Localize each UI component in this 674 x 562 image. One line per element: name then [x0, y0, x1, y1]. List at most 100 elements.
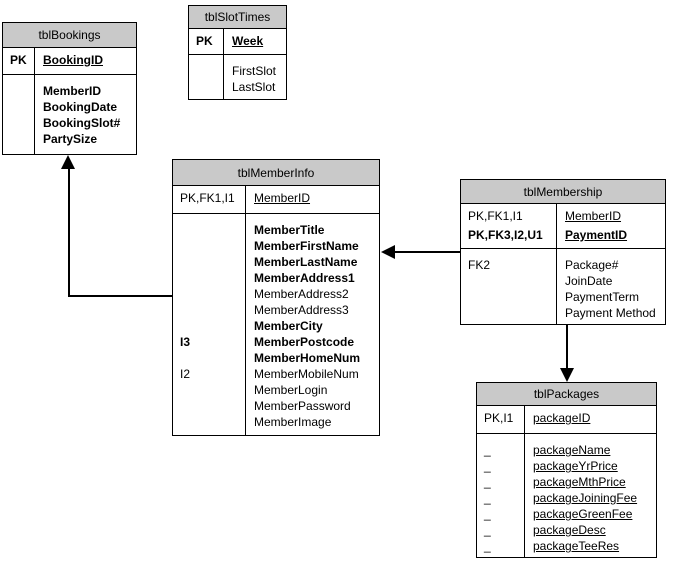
- field-name: BookingSlot#: [43, 116, 121, 130]
- table-row: JoinDate: [461, 273, 665, 289]
- key-cell: [173, 270, 245, 286]
- key-cell: [173, 238, 245, 254]
- key-cell: _: [484, 539, 491, 553]
- field-name: packageDesc: [533, 523, 606, 537]
- column-divider: [223, 29, 224, 99]
- field-name: packageMthPrice: [533, 475, 626, 489]
- key-cell: _: [484, 491, 491, 505]
- field-name: packageJoiningFee: [533, 491, 638, 505]
- field-name: packageID: [533, 411, 591, 425]
- table-title: tblSlotTimes: [189, 6, 286, 29]
- field-name: MemberCity: [254, 319, 323, 333]
- key-cell: PK,FK1,I1: [468, 209, 523, 223]
- relationship-line-memberinfo-bookings-vertical[interactable]: [68, 168, 70, 297]
- field-name: FirstSlot: [232, 64, 277, 78]
- key-cell: PK: [196, 34, 213, 48]
- key-cell: [173, 398, 245, 414]
- table-row: _ packageDesc: [477, 522, 656, 538]
- key-cell: I2: [180, 367, 191, 381]
- key-cell: _: [484, 523, 491, 537]
- field-name: MemberImage: [254, 415, 332, 429]
- table-row: PaymentTerm: [461, 289, 665, 305]
- key-cell: PK,I1: [484, 411, 514, 425]
- relationship-arrowhead-to-bookings[interactable]: [61, 155, 75, 169]
- key-cell: [189, 79, 223, 95]
- table-row: _ packageGreenFee: [477, 506, 656, 522]
- field-name: MemberTitle: [254, 223, 325, 237]
- key-cell: _: [484, 475, 491, 489]
- table-row: MemberAddress2: [173, 286, 379, 302]
- field-name: MemberFirstName: [254, 239, 359, 253]
- table-row: MemberAddress1: [173, 270, 379, 286]
- field-name: MemberLastName: [254, 255, 358, 269]
- key-cell: [3, 131, 34, 147]
- field-name: MemberHomeNum: [254, 351, 361, 365]
- table-row: MemberImage: [173, 414, 379, 430]
- table-title: tblBookings: [3, 23, 136, 48]
- table-row: MemberHomeNum: [173, 350, 379, 366]
- key-cell: [189, 63, 223, 79]
- relationship-arrowhead-to-packages[interactable]: [560, 368, 574, 382]
- table-row: Payment Method: [461, 305, 665, 321]
- key-cell: [173, 318, 245, 334]
- table-row: MemberCity: [173, 318, 379, 334]
- relationship-line-membership-memberinfo[interactable]: [393, 251, 460, 253]
- key-cell: [3, 99, 34, 115]
- field-name: MemberPostcode: [254, 335, 355, 349]
- key-cell: [3, 115, 34, 131]
- key-cell: [173, 254, 245, 270]
- key-cell: PK,FK1,I1: [180, 191, 235, 205]
- field-name: PaymentID: [565, 228, 628, 242]
- key-cell: PK: [10, 53, 27, 67]
- table-row: MemberAddress3: [173, 302, 379, 318]
- table-row: MemberID: [3, 83, 136, 99]
- table-row: PartySize: [3, 131, 136, 147]
- key-cell: [173, 286, 245, 302]
- field-name: packageName: [533, 443, 611, 457]
- relationship-arrowhead-to-memberinfo[interactable]: [381, 245, 395, 259]
- column-divider: [245, 186, 246, 435]
- key-cell: [173, 222, 245, 238]
- field-name: packageTeeRes: [533, 539, 620, 553]
- key-cell: [461, 305, 556, 321]
- field-name: JoinDate: [565, 274, 613, 288]
- relationship-line-memberinfo-bookings-horizontal[interactable]: [68, 295, 172, 297]
- field-name: MemberMobileNum: [254, 367, 359, 381]
- field-name: packageGreenFee: [533, 507, 633, 521]
- table-row: MemberTitle: [173, 222, 379, 238]
- table-row: PK,I1 packageID: [477, 409, 656, 428]
- table-row: _ packageMthPrice: [477, 474, 656, 490]
- fields-section: _packageName_packageYrPrice_packageMthPr…: [477, 433, 656, 557]
- key-cell: [173, 382, 245, 398]
- key-cell: [461, 289, 556, 305]
- field-name: PaymentTerm: [565, 290, 640, 304]
- table-row: _packageName: [477, 442, 656, 458]
- field-name: PartySize: [43, 132, 98, 146]
- key-cell: _: [484, 507, 491, 521]
- table-row: I2 MemberMobileNum: [173, 366, 379, 382]
- key-cell: [173, 414, 245, 430]
- relationship-line-membership-packages[interactable]: [566, 325, 568, 370]
- column-divider: [556, 204, 557, 324]
- key-cell: [173, 302, 245, 318]
- key-cell: [173, 350, 245, 366]
- table-row: MemberLogin: [173, 382, 379, 398]
